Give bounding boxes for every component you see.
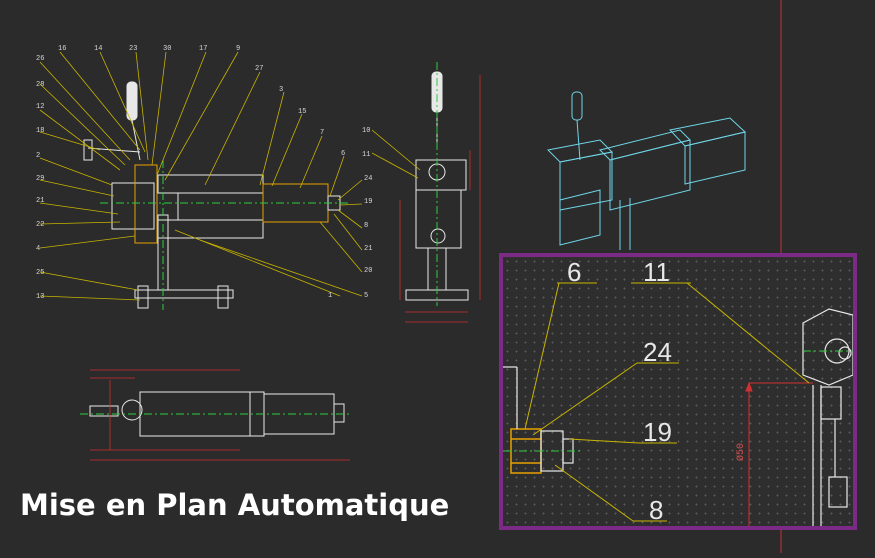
balloon-label: 14 [94, 45, 102, 53]
balloon-label: 15 [298, 108, 306, 116]
balloon-label: 2 [36, 152, 40, 160]
balloon-label: 19 [364, 198, 372, 206]
cylinder-mid [177, 192, 264, 221]
balloon-label: 11 [362, 151, 370, 159]
balloon-label: 26 [36, 55, 44, 63]
balloon-label: 24 [364, 175, 372, 183]
balloon-label: 18 [36, 127, 44, 135]
cylinder-upper [157, 174, 264, 194]
balloon-label: 6 [567, 257, 581, 287]
clamp-plate [134, 164, 158, 244]
balloon-label: 5 [364, 292, 368, 300]
front-view [83, 81, 350, 310]
balloon-label: 12 [36, 103, 44, 111]
balloon-label: 21 [364, 245, 372, 253]
foot-right [217, 285, 229, 309]
foot-left [137, 285, 149, 309]
balloon-label: 21 [36, 197, 44, 205]
balloon-label: 30 [163, 45, 171, 53]
detail-dimension-value: Ø50 [735, 443, 747, 461]
balloon-label: 28 [36, 81, 44, 89]
base-plate [134, 289, 234, 299]
balloon-label: 3 [279, 86, 283, 94]
balloon-label: 6 [341, 150, 345, 158]
balloon-label: 27 [255, 65, 263, 73]
balloon-label: 29 [36, 175, 44, 183]
detail-drawing: Ø50 6 11 24 19 8 [503, 257, 853, 526]
balloon-label: 10 [362, 127, 370, 135]
balloon-label: 8 [364, 222, 368, 230]
detail-leader-lines [524, 282, 810, 522]
balloon-label: 20 [364, 267, 372, 275]
balloon-label: 1 [328, 292, 332, 300]
balloon-label: 19 [643, 417, 672, 447]
top-handle [89, 405, 119, 417]
balloon-label: 24 [643, 337, 672, 367]
caption-title: Mise en Plan Automatique [20, 488, 450, 522]
balloon-label: 4 [36, 245, 40, 253]
spindle [83, 139, 93, 161]
balloon-label: 13 [36, 293, 44, 301]
balloon-label: 22 [36, 221, 44, 229]
detail-clamp-head [802, 308, 853, 526]
top-pivot [121, 399, 143, 421]
balloon-label: 16 [58, 45, 66, 53]
top-view [80, 369, 350, 461]
isometric-view [546, 91, 747, 250]
balloon-label: 7 [320, 129, 324, 137]
balloon-label: 17 [199, 45, 207, 53]
side-body [415, 189, 462, 249]
handle-grip [126, 81, 138, 121]
balloon-label: 23 [129, 45, 137, 53]
balloon-label: 11 [643, 257, 670, 287]
front-leader-lines [39, 51, 363, 301]
balloon-label: 8 [649, 495, 663, 525]
clamp-body [111, 182, 155, 230]
detail-dimension [745, 381, 813, 526]
detail-zoom-inset[interactable]: Ø50 6 11 24 19 8 [499, 253, 857, 530]
balloon-label: 9 [236, 45, 240, 53]
side-leader-lines [371, 129, 421, 179]
balloon-label: 25 [36, 269, 44, 277]
cylinder-lower [157, 219, 264, 239]
side-view [399, 62, 481, 323]
